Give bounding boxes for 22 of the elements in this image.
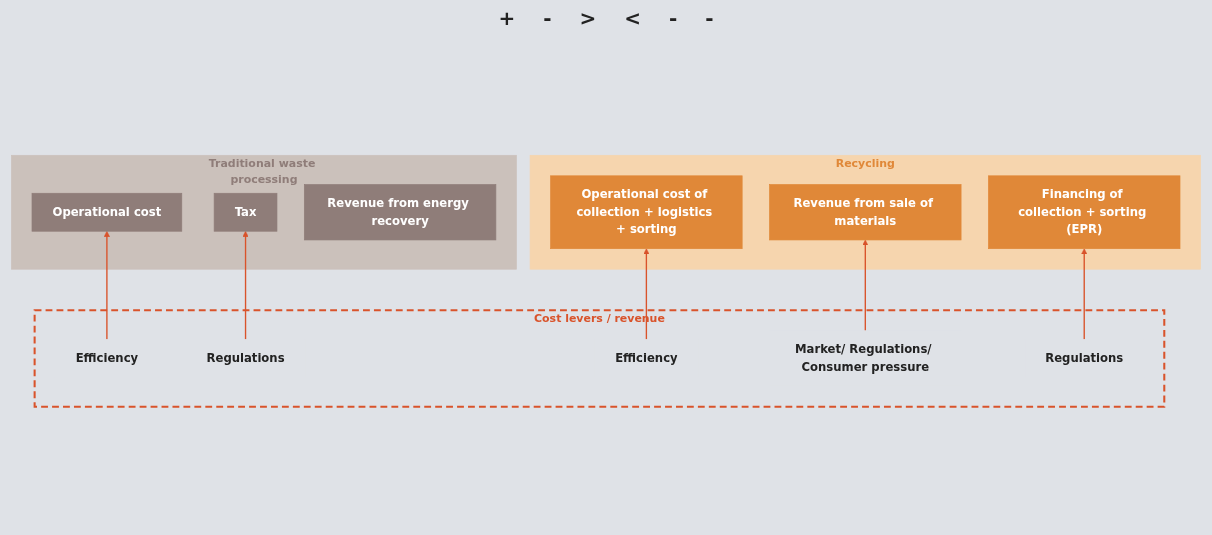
node-box: Financing of collection + sorting (EPR) (988, 175, 1181, 249)
operator-sign: + (498, 6, 516, 30)
node-text: Efficiency (615, 351, 678, 365)
node-text: Regulations (206, 351, 285, 365)
operator-sign: > (579, 6, 597, 30)
operator-sign: - (669, 6, 678, 30)
arrow (862, 239, 869, 332)
operator-sign: - (543, 6, 552, 30)
node-text: Market/ Regulations/ Consumer pressure (794, 342, 932, 374)
node-text: Regulations (1045, 351, 1124, 365)
node-box: Revenue from sale of materials (769, 184, 962, 241)
arrow (643, 248, 650, 341)
operator-sign: - (705, 6, 714, 30)
node-box: Tax (213, 192, 278, 232)
node-box: Revenue from energy recovery (304, 184, 497, 241)
node-text: Efficiency (75, 351, 139, 365)
operator-sign: < (624, 6, 641, 30)
arrow (103, 230, 110, 341)
node-box: Operational cost of collection + logistics + sorting (550, 175, 743, 249)
arrow (1081, 248, 1088, 341)
arrow (242, 230, 249, 341)
node-box: Operational cost (31, 192, 183, 232)
